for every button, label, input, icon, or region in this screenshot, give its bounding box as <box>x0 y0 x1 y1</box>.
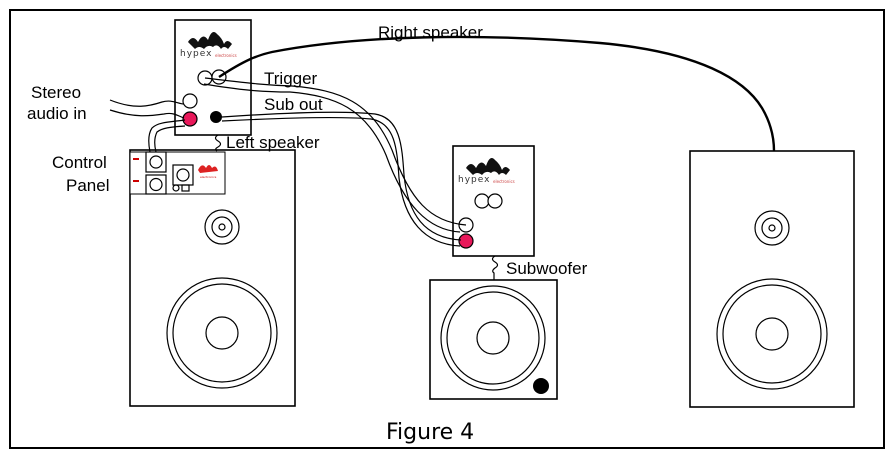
label-stereo-line2: audio in <box>27 104 87 123</box>
label-stereo-line1: Stereo <box>31 83 81 102</box>
left-speaker-connector <box>214 134 222 152</box>
figure-caption: Figure 4 <box>386 420 474 445</box>
subwoofer-connector <box>491 255 499 280</box>
subwoofer <box>429 279 558 400</box>
hypex-brand-sub: electronics <box>215 53 237 58</box>
control-panel-wire <box>148 119 186 153</box>
hypex-module-main: hypex electronics <box>174 19 252 136</box>
figure-frame <box>9 9 885 449</box>
hypex-brand: hypex <box>180 49 212 59</box>
hypex-brand-sub-module-text: electronics <box>493 179 515 184</box>
label-left-speaker: Left speaker <box>226 133 320 152</box>
svg-text:electronics: electronics <box>200 175 217 179</box>
control-panel: electronics <box>129 151 226 195</box>
right-speaker <box>689 150 855 408</box>
stereo-input-jack <box>182 111 198 127</box>
label-right-speaker: Right speaker <box>378 23 483 42</box>
hypex-brand-sub-module: hypex <box>458 175 490 185</box>
stereo-input-wire <box>109 99 185 107</box>
sub-out-jack <box>210 111 222 123</box>
trigger-cable <box>204 77 467 226</box>
label-subwoofer: Subwoofer <box>506 259 588 278</box>
hypex-module-sub: hypex electronics <box>452 145 535 257</box>
sub-out-cable <box>221 111 462 241</box>
right-speaker-cable <box>218 35 776 152</box>
label-control-line1: Control <box>52 153 107 172</box>
label-control-line2: Panel <box>66 176 109 195</box>
sub-input-jack <box>458 233 474 249</box>
label-sub-out: Sub out <box>264 95 323 114</box>
label-trigger: Trigger <box>264 69 318 88</box>
